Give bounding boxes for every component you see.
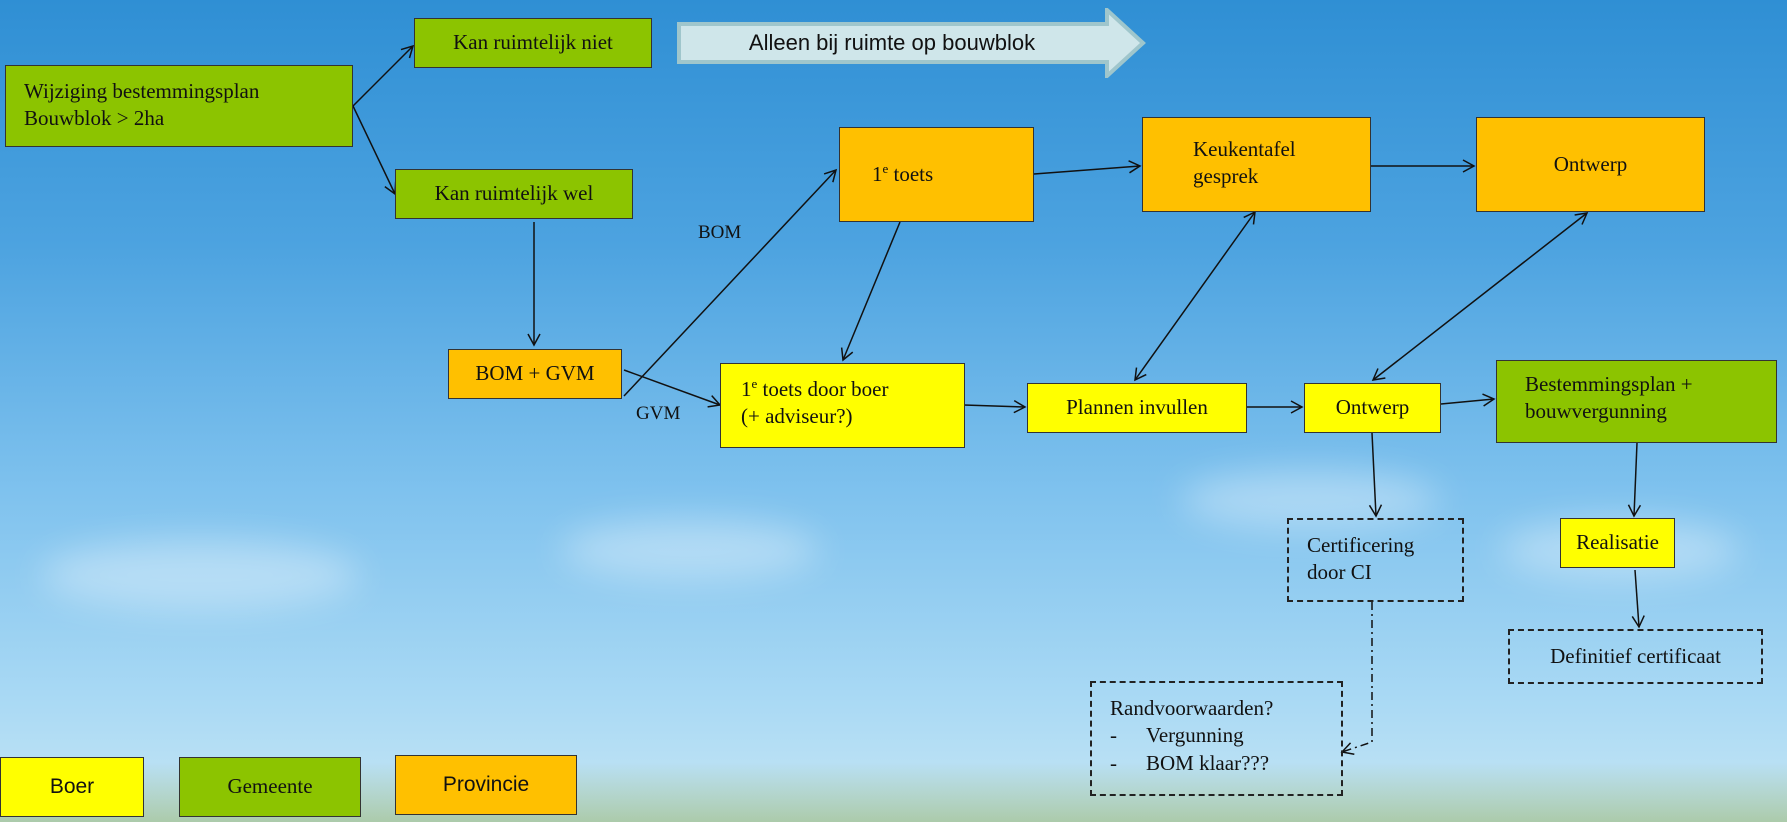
cloud xyxy=(40,540,360,610)
node-certificering: Certificering door CI xyxy=(1287,518,1464,602)
node-eerste-toets-door-boer: 1e toets door boer (+ adviseur?) xyxy=(720,363,965,448)
node-text-line: Wijziging bestemmingsplan xyxy=(24,79,260,103)
node-kan-ruimtelijk-niet: Kan ruimtelijk niet xyxy=(414,18,652,68)
node-bestemmingsplan-bouwvergunning: Bestemmingsplan + bouwvergunning xyxy=(1496,360,1777,443)
cloud xyxy=(1180,470,1440,530)
legend-provincie: Provincie xyxy=(395,755,577,815)
node-randvoorwaarden: Randvoorwaarden? -Vergunning -BOM klaar?… xyxy=(1090,681,1343,796)
node-ontwerp-mid: Ontwerp xyxy=(1304,383,1441,433)
node-wijziging-bestemmingsplan: Wijziging bestemmingsplan Bouwblok > 2ha xyxy=(5,65,353,147)
node-kan-ruimtelijk-wel: Kan ruimtelijk wel xyxy=(395,169,633,219)
node-definitief-certificaat: Definitief certificaat xyxy=(1508,629,1763,684)
edge-label-bom: BOM xyxy=(698,222,742,243)
node-text-line: Bouwblok > 2ha xyxy=(24,106,165,131)
legend-boer: Boer xyxy=(0,757,144,817)
edge-label-gvm: GVM xyxy=(636,403,681,424)
node-plannen-invullen: Plannen invullen xyxy=(1027,383,1247,433)
node-keukentafel-gesprek: Keukentafel gesprek xyxy=(1142,117,1371,212)
node-realisatie: Realisatie xyxy=(1560,518,1675,568)
node-ontwerp-top: Ontwerp xyxy=(1476,117,1705,212)
banner-arrow: Alleen bij ruimte op bouwblok xyxy=(677,8,1147,78)
legend-gemeente: Gemeente xyxy=(179,757,361,817)
node-eerste-toets: 1e toets xyxy=(839,127,1034,222)
banner-text: Alleen bij ruimte op bouwblok xyxy=(748,30,1036,55)
node-bom-gvm: BOM + GVM xyxy=(448,349,622,399)
cloud xyxy=(560,520,820,580)
